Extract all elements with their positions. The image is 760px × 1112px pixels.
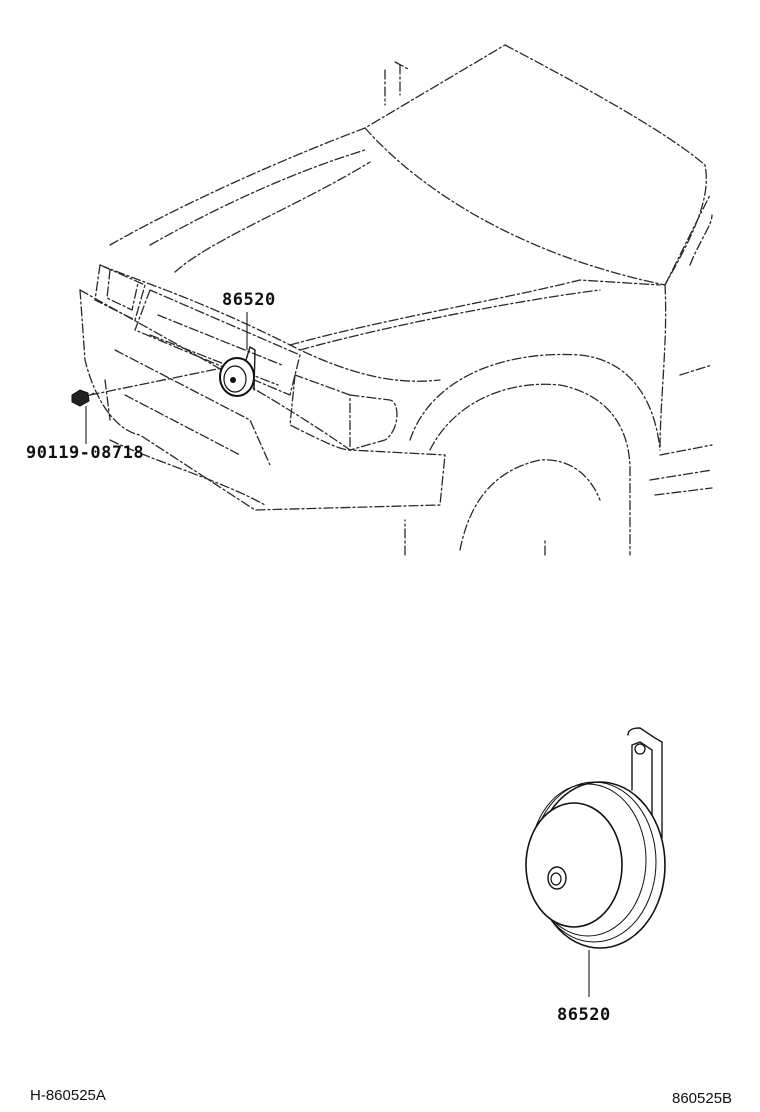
- diagram-code-left: H-860525A: [30, 1087, 106, 1104]
- part-number-horn-top: 86520: [222, 290, 276, 310]
- diagram-code-right: 860525B: [672, 1090, 732, 1107]
- horn-installed-icon: [219, 346, 256, 397]
- leader-lines: [85, 312, 590, 997]
- vehicle-front-outline: [79, 44, 713, 556]
- part-number-bolt: 90119-08718: [26, 443, 144, 463]
- bolt-icon: [71, 389, 95, 407]
- part-number-horn-bottom: 86520: [557, 1005, 611, 1025]
- horn-detail-icon: [525, 727, 666, 949]
